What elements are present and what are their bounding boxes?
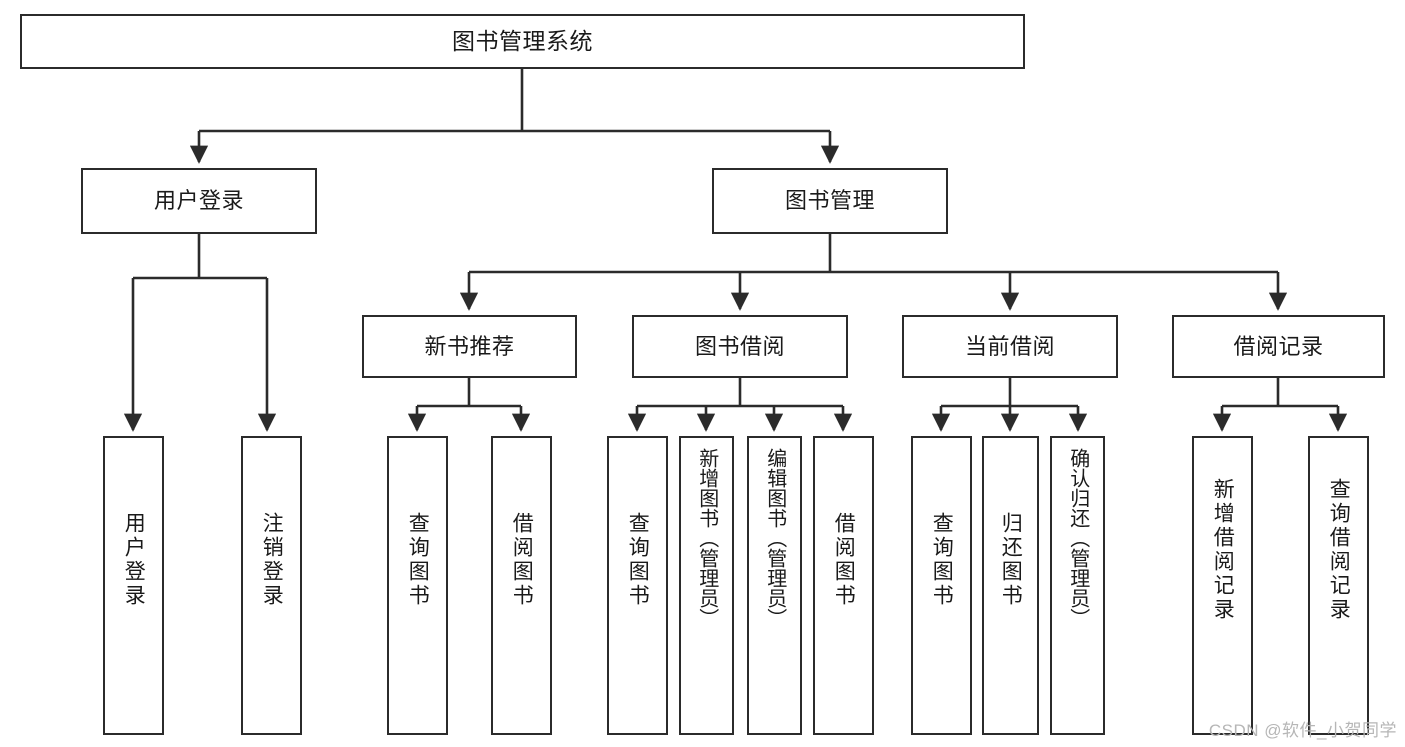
node-label: 借阅记录	[1233, 333, 1324, 359]
node-label: 注销登录	[260, 512, 284, 608]
csdn-watermark: CSDN @软件_小贺同学	[1208, 721, 1397, 740]
node-leaf-query-book-recommend[interactable]: 查询图书	[387, 436, 448, 735]
node-label: 用户登录	[122, 512, 146, 608]
node-leaf-user-login[interactable]: 用户登录	[103, 436, 164, 735]
node-label: 新增借阅记录	[1211, 478, 1235, 622]
node-leaf-query-book-current[interactable]: 查询图书	[911, 436, 972, 735]
node-label: 查询借阅记录	[1327, 478, 1351, 622]
node-book-borrow[interactable]: 图书借阅	[632, 315, 848, 378]
node-label: 图书管理系统	[452, 27, 593, 54]
node-label: 查询图书	[406, 512, 430, 608]
node-leaf-borrow-book-borrow[interactable]: 借阅图书	[813, 436, 874, 735]
node-label: 新书推荐	[424, 333, 515, 359]
node-label: 查询图书	[626, 512, 650, 608]
node-label: 归还图书	[999, 512, 1023, 608]
node-label: 新增图书（管理员）	[695, 448, 718, 628]
node-leaf-add-book-admin[interactable]: 新增图书（管理员）	[679, 436, 734, 735]
node-label: 查询图书	[930, 512, 954, 608]
node-leaf-logout-login[interactable]: 注销登录	[241, 436, 302, 735]
node-label: 用户登录	[153, 188, 244, 214]
node-label: 图书借阅	[694, 333, 785, 359]
node-current-borrow[interactable]: 当前借阅	[902, 315, 1118, 378]
node-root-system[interactable]: 图书管理系统	[20, 14, 1025, 69]
node-leaf-query-book-borrow[interactable]: 查询图书	[607, 436, 668, 735]
node-leaf-borrow-book-recommend[interactable]: 借阅图书	[491, 436, 552, 735]
node-user-login[interactable]: 用户登录	[81, 168, 317, 234]
node-leaf-confirm-return-admin[interactable]: 确认归还（管理员）	[1050, 436, 1105, 735]
node-leaf-add-borrow-record[interactable]: 新增借阅记录	[1192, 436, 1253, 735]
node-label: 当前借阅	[964, 333, 1055, 359]
node-leaf-return-book[interactable]: 归还图书	[982, 436, 1039, 735]
node-new-book-recommend[interactable]: 新书推荐	[362, 315, 577, 378]
node-label: 借阅图书	[832, 512, 856, 608]
node-book-management[interactable]: 图书管理	[712, 168, 948, 234]
node-label: 编辑图书（管理员）	[763, 448, 786, 628]
node-leaf-edit-book-admin[interactable]: 编辑图书（管理员）	[747, 436, 802, 735]
node-leaf-query-borrow-record[interactable]: 查询借阅记录	[1308, 436, 1369, 735]
node-borrow-record[interactable]: 借阅记录	[1172, 315, 1385, 378]
node-label: 图书管理	[784, 188, 875, 214]
node-label: 确认归还（管理员）	[1066, 448, 1089, 628]
node-label: 借阅图书	[510, 512, 534, 608]
